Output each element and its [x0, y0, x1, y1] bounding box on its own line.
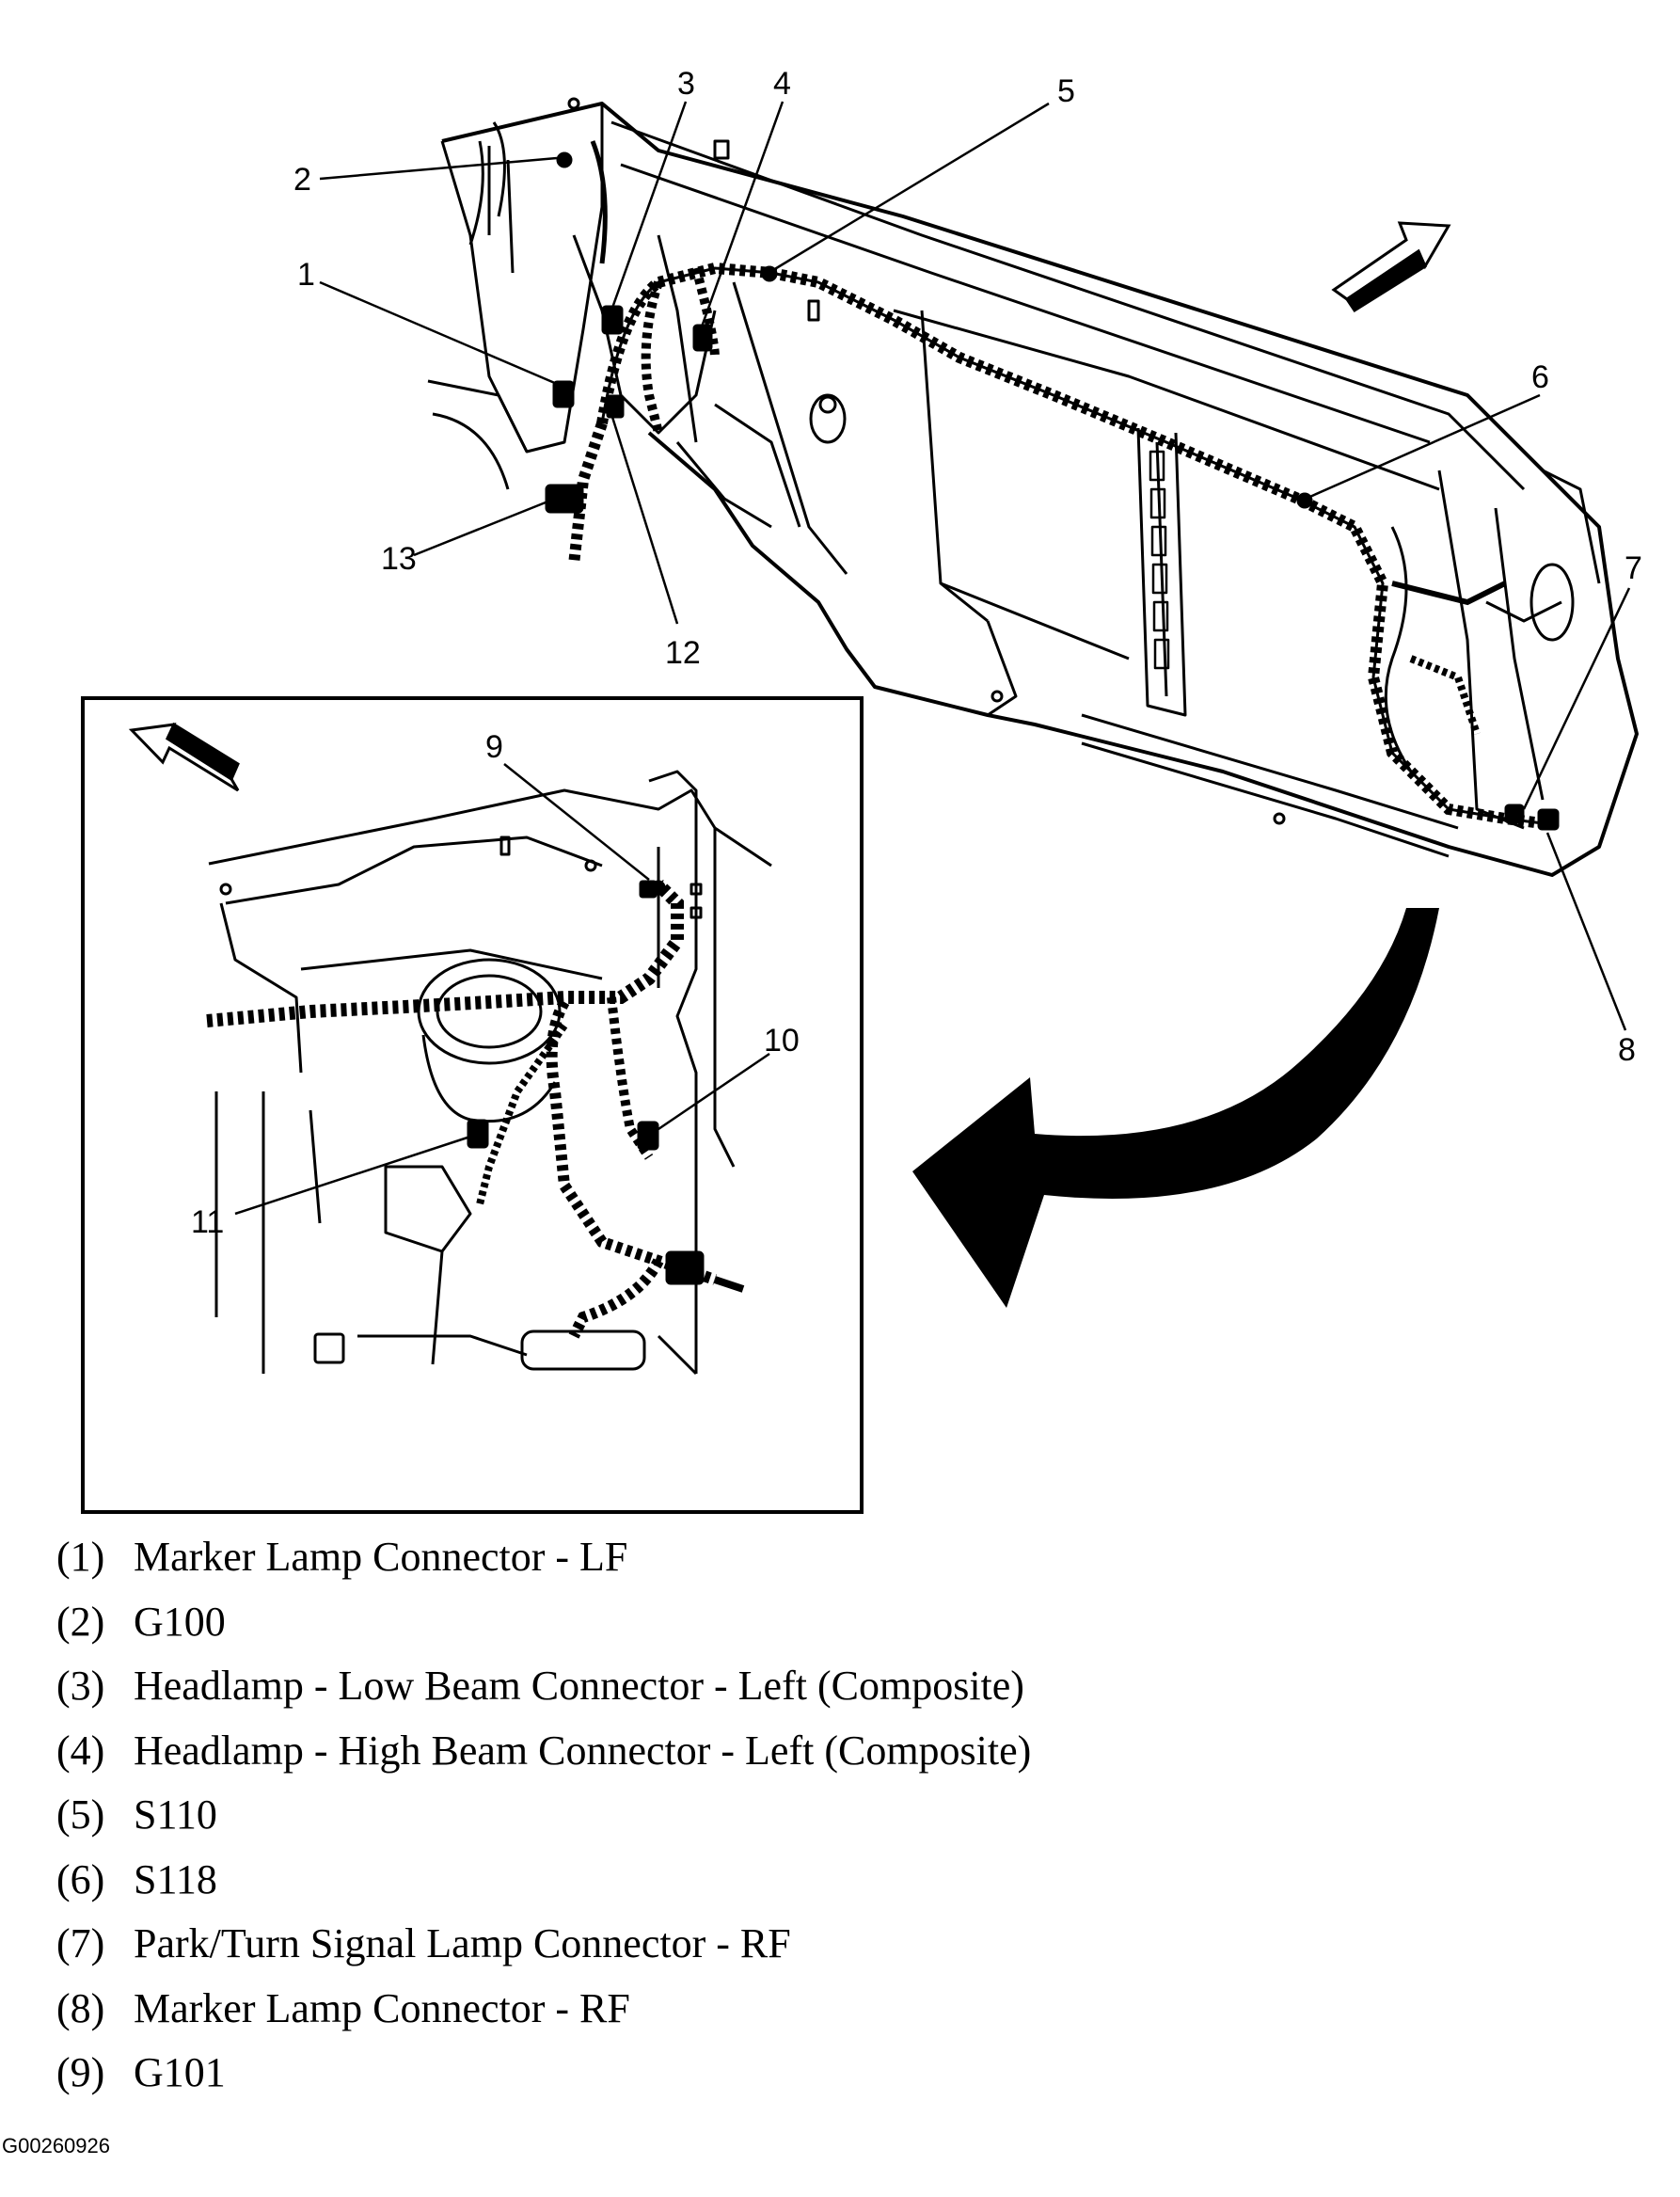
- direction-arrow-main: [1331, 221, 1451, 313]
- legend-number: (3): [56, 1663, 105, 1709]
- legend-item: (7) Park/Turn Signal Lamp Connector - RF: [56, 1916, 1467, 1981]
- legend-item: (9) G101: [56, 2045, 1467, 2109]
- direction-arrow-inset: [128, 722, 240, 792]
- legend-text: S110: [134, 1791, 217, 1838]
- legend-text: Headlamp - Low Beam Connector - Left (Co…: [134, 1663, 1024, 1709]
- callout-13: 13: [381, 541, 417, 577]
- callout-10: 10: [764, 1023, 800, 1059]
- callout-5: 5: [1057, 73, 1075, 109]
- legend-number: (2): [56, 1598, 105, 1645]
- callout-legend: (1) Marker Lamp Connector - LF (2) G100 (3…: [56, 1529, 1467, 2109]
- legend-item: (1) Marker Lamp Connector - LF: [56, 1529, 1467, 1594]
- inset-wiring-harness: [206, 880, 745, 1339]
- legend-number: (1): [56, 1534, 105, 1580]
- harness-connectors: [545, 151, 1560, 831]
- figure-id: G00260926: [2, 2134, 110, 2157]
- callout-6: 6: [1531, 359, 1549, 395]
- legend-text: Headlamp - High Beam Connector - Left (C…: [134, 1727, 1032, 1774]
- radiator-support-assembly: [427, 97, 1639, 877]
- legend-text: G100: [134, 1598, 226, 1645]
- legend-number: (7): [56, 1920, 105, 1966]
- callout-numbers-inset: 9 10 11: [191, 729, 800, 1240]
- callout-leaders-inset: [234, 763, 770, 1216]
- legend-item: (3) Headlamp - Low Beam Connector - Left …: [56, 1658, 1467, 1723]
- legend-item: (4) Headlamp - High Beam Connector - Left…: [56, 1723, 1467, 1788]
- legend-text: Marker Lamp Connector - RF: [134, 1984, 630, 2031]
- inset-pointer-arrow: [912, 908, 1439, 1308]
- legend-item: (6) S118: [56, 1852, 1467, 1917]
- callout-4: 4: [773, 66, 791, 102]
- main-wiring-harness: [568, 140, 1544, 829]
- legend-text: S118: [134, 1855, 217, 1902]
- callout-8: 8: [1618, 1032, 1636, 1068]
- legend-number: (5): [56, 1791, 105, 1838]
- callout-7: 7: [1625, 550, 1642, 586]
- callout-3: 3: [677, 66, 695, 102]
- legend-number: (4): [56, 1727, 105, 1774]
- legend-item: (8) Marker Lamp Connector - RF: [56, 1981, 1467, 2046]
- legend-text: G101: [134, 2049, 226, 2095]
- legend-text: Marker Lamp Connector - LF: [134, 1534, 628, 1580]
- legend-number: (8): [56, 1984, 105, 2031]
- legend-number: (9): [56, 2049, 105, 2095]
- callout-11: 11: [191, 1204, 224, 1240]
- callout-9: 9: [485, 729, 503, 765]
- callout-1: 1: [297, 257, 315, 293]
- inset-frame: [81, 696, 864, 1514]
- legend-item: (2) G100: [56, 1594, 1467, 1659]
- inset-detail-drawing: [208, 770, 772, 1376]
- center-support-slots: [1149, 450, 1170, 670]
- callout-leaders-main: [319, 101, 1631, 1031]
- legend-number: (6): [56, 1855, 105, 1902]
- legend-item: (5) S110: [56, 1787, 1467, 1852]
- legend-text: Park/Turn Signal Lamp Connector - RF: [134, 1920, 791, 1966]
- callout-12: 12: [665, 635, 701, 671]
- callout-2: 2: [293, 162, 311, 198]
- inset-connectors: [467, 880, 705, 1285]
- wiring-harness-illustration: 1 2 3 4 5 6 7 8 12 13: [81, 66, 1642, 1514]
- callout-numbers-main: 1 2 3 4 5 6 7 8 12 13: [293, 66, 1642, 1068]
